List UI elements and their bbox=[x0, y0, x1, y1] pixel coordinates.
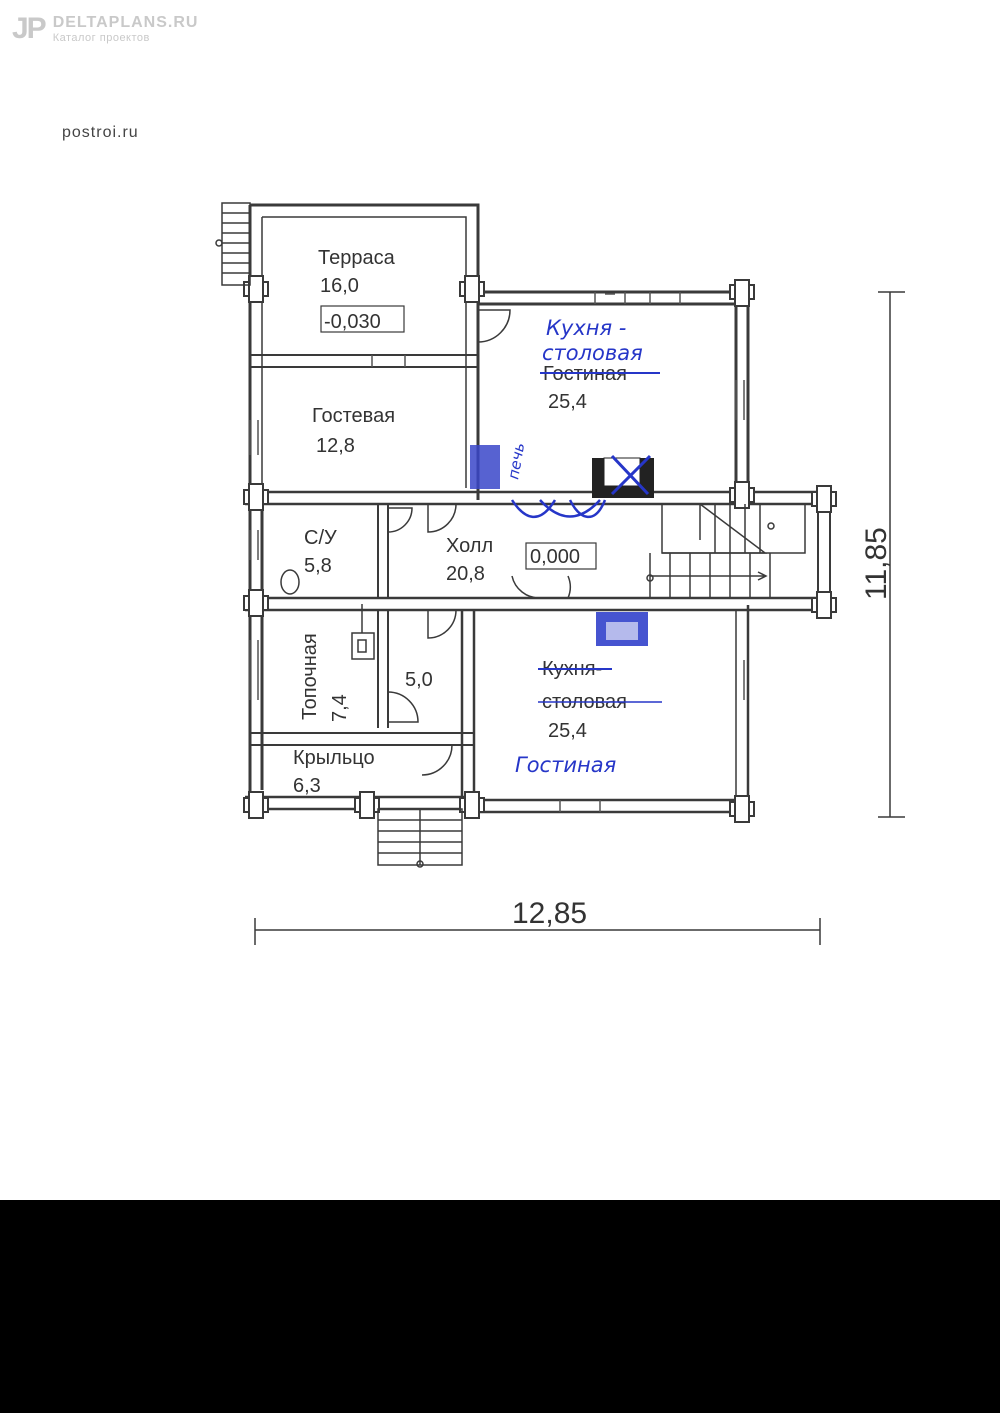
boiler-room-area: 7,4 bbox=[329, 694, 351, 722]
width-dimension-line bbox=[254, 918, 821, 945]
bottom-black-bar bbox=[0, 1200, 1000, 1413]
room-labels: Терраса 16,0 -0,030 Гостевая 12,8 Кухня … bbox=[293, 247, 662, 797]
log-corners bbox=[243, 275, 837, 823]
boiler-room-name: Топочная bbox=[299, 633, 321, 720]
watermark-site: DELTAPLANS.RU bbox=[52, 14, 199, 31]
kitchen-top-handwritten-line2: столовая bbox=[542, 341, 643, 365]
watermark-text: DELTAPLANS.RU Каталог проектов bbox=[53, 14, 199, 45]
hall-name: Холл bbox=[446, 535, 493, 557]
doors bbox=[387, 309, 571, 776]
hall-area: 20,8 bbox=[446, 563, 485, 585]
width-dimension-label: 12,85 bbox=[512, 897, 587, 930]
guest-room-name: Гостевая bbox=[312, 405, 395, 427]
stove-annotation: печь bbox=[504, 441, 528, 480]
porch-stairs bbox=[377, 808, 463, 868]
floor-plan: Терраса 16,0 -0,030 Гостевая 12,8 Кухня … bbox=[215, 202, 905, 945]
terrace-level: -0,030 bbox=[324, 311, 381, 333]
living-bottom-handwritten: Гостиная bbox=[515, 753, 616, 777]
watermark-logo: JP bbox=[12, 12, 47, 45]
boiler-icon bbox=[351, 632, 375, 660]
dimension-lines bbox=[254, 291, 905, 945]
living-bottom-area: 25,4 bbox=[548, 720, 587, 742]
kitchen-top-area: 25,4 bbox=[548, 391, 587, 413]
toilet-icon bbox=[280, 569, 300, 595]
terrace-stairs bbox=[215, 202, 251, 286]
porch-name: Крыльцо bbox=[293, 747, 375, 769]
windows bbox=[249, 292, 745, 812]
stove-handdrawn-icon bbox=[470, 445, 500, 489]
source-label: postroi.ru bbox=[62, 124, 139, 141]
porch-area: 6,3 bbox=[293, 775, 321, 797]
bathroom-name: С/У bbox=[304, 527, 337, 549]
guest-room-area: 12,8 bbox=[316, 435, 355, 457]
internal-staircase bbox=[646, 503, 806, 598]
storage-area: 5,0 bbox=[405, 669, 433, 691]
fixtures bbox=[280, 569, 375, 660]
terrace-area: 16,0 bbox=[320, 275, 359, 297]
bathroom-area: 5,8 bbox=[304, 555, 332, 577]
height-dimension-label: 11,85 bbox=[860, 527, 893, 600]
height-dimension-line bbox=[878, 291, 905, 818]
watermark: JP DELTAPLANS.RU Каталог проектов bbox=[12, 14, 198, 45]
hall-level: 0,000 bbox=[530, 546, 580, 568]
level-boxes bbox=[320, 305, 597, 570]
watermark-subtitle: Каталог проектов bbox=[52, 32, 150, 44]
terrace-name: Терраса bbox=[318, 247, 396, 269]
kitchen-top-handwritten-line1: Кухня - bbox=[546, 316, 626, 340]
stove-marks bbox=[470, 445, 654, 646]
